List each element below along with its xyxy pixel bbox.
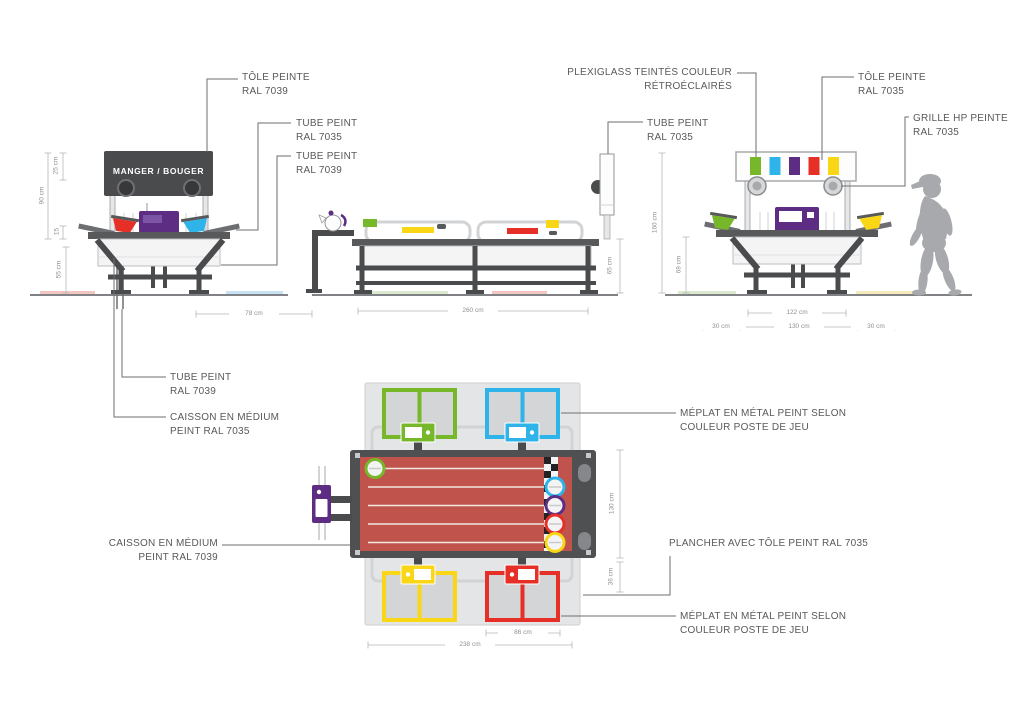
backlit-panel-side xyxy=(591,153,615,240)
plexi-yellow xyxy=(828,157,839,175)
table-leg xyxy=(194,238,226,273)
table-caisson xyxy=(732,236,862,265)
pot-red xyxy=(110,214,140,234)
elevation-side xyxy=(306,153,618,296)
sign-panel xyxy=(104,151,213,197)
child-silhouette xyxy=(909,174,962,296)
callout-tube-peint-ral-7039-left: TUBE PEINT RAL 7039 xyxy=(296,151,358,176)
control-box-red xyxy=(504,564,540,585)
callout-caisson-7035: CAISSON EN MÉDIUM PEINT RAL 7035 xyxy=(170,412,280,437)
speaker-grille-icon xyxy=(823,176,843,196)
meplat-rail-top xyxy=(370,425,574,450)
callout-plexiglass: PLEXIGLASS TEINTÉS COULEUR RÉTROÉCLAIRÉS xyxy=(567,67,732,92)
tabletop xyxy=(716,230,878,237)
dim-sign-height: 25 cm xyxy=(52,156,60,175)
dim-pot: 15 xyxy=(53,227,61,236)
running-track xyxy=(360,457,572,551)
dim-total-length: 238 cm xyxy=(445,641,495,648)
elevation-front-left xyxy=(30,151,288,309)
elevation-front-right xyxy=(665,151,972,296)
backlit-panel xyxy=(735,151,857,182)
table-utensils xyxy=(759,212,835,230)
dim-inner-width: 122 cm xyxy=(772,309,822,316)
tabletop xyxy=(352,239,599,246)
dim-width-left: 78 cm xyxy=(229,310,279,317)
sign-text: MANGER / BOUGER xyxy=(112,166,205,176)
register-purple xyxy=(139,203,179,233)
dim-base: 55 cm xyxy=(55,260,63,279)
dim-total-height: 160 cm xyxy=(651,211,659,234)
speaker-grille-icon xyxy=(747,176,767,196)
plexi-purple xyxy=(789,157,800,175)
callout-tole-peinte-ral-7039: TÔLE PEINTE RAL 7039 xyxy=(242,72,310,97)
dim-side-length: 260 cm xyxy=(448,307,498,314)
leader-lines xyxy=(113,72,909,617)
lane-lines xyxy=(368,467,544,544)
pot-cyan xyxy=(180,214,210,234)
callout-tube-peint-ral-7035-left: TUBE PEINT RAL 7035 xyxy=(296,118,358,143)
meplat-rail-bottom xyxy=(370,558,574,583)
control-box-cyan xyxy=(504,422,540,443)
finish-markers xyxy=(544,476,566,553)
dim-right-margin: 30 cm xyxy=(851,323,901,330)
pot-green xyxy=(709,211,738,230)
table-leg xyxy=(833,236,865,271)
table-leg xyxy=(729,236,761,271)
game-item-yellow xyxy=(402,227,434,233)
floor-mat-green xyxy=(678,291,736,295)
floor-mat-yellow xyxy=(856,291,914,295)
table-leg xyxy=(94,238,126,273)
dim-side-height: 65 cm xyxy=(606,256,614,275)
game-item-green xyxy=(363,219,377,227)
dim-table-height: 69 cm xyxy=(675,255,683,274)
callout-plancher: PLANCHER AVEC TÔLE PEINT RAL 7035 xyxy=(669,538,869,549)
dim-total-top: 90 cm xyxy=(38,186,46,205)
callout-meplat-bottom: MÉPLAT EN MÉTAL PEINT SELON COULEUR POST… xyxy=(680,611,847,636)
plan-view xyxy=(312,382,596,626)
start-marker-green xyxy=(364,458,386,479)
scale-device-purple xyxy=(312,466,352,540)
speaker-icon xyxy=(183,179,201,197)
plexi-red xyxy=(808,157,820,175)
callout-tube-peint-ral-7039-bottom: TUBE PEINT RAL 7039 xyxy=(170,372,232,397)
sign-post xyxy=(109,194,116,234)
control-box-yellow xyxy=(400,564,436,585)
dim-station-width: 86 cm xyxy=(498,629,548,636)
handle xyxy=(578,464,591,482)
dim-width-right: 130 cm xyxy=(774,323,824,330)
teapot xyxy=(318,210,347,232)
floor-mat-blue xyxy=(226,291,283,295)
control-box-green xyxy=(400,422,436,443)
side-step xyxy=(312,230,354,236)
register-purple xyxy=(775,207,819,233)
callout-meplat-top: MÉPLAT EN MÉTAL PEINT SELON COULEUR POST… xyxy=(680,408,847,433)
plexi-cyan xyxy=(769,157,781,175)
speaker-icon xyxy=(117,179,135,197)
callout-caisson-7039: CAISSON EN MÉDIUM PEINT RAL 7039 xyxy=(108,538,218,563)
dim-track-length: 130 cm xyxy=(608,492,616,515)
callout-grille-hp: GRILLE HP PEINTE RAL 7035 xyxy=(913,113,1008,138)
callout-tole-peinte-ral-7035: TÔLE PEINTE RAL 7035 xyxy=(858,72,926,97)
game-item-yellow xyxy=(546,220,559,228)
dim-left-margin: 30 cm xyxy=(696,323,746,330)
tabletop xyxy=(88,232,230,239)
game-item-red xyxy=(507,228,538,234)
handle xyxy=(578,532,591,550)
plexi-green xyxy=(750,157,761,175)
pot-yellow xyxy=(856,211,885,230)
callout-tube-peint-ral-7035-mid: TUBE PEINT RAL 7035 xyxy=(647,118,709,143)
dim-station-depth: 36 cm xyxy=(607,567,615,586)
